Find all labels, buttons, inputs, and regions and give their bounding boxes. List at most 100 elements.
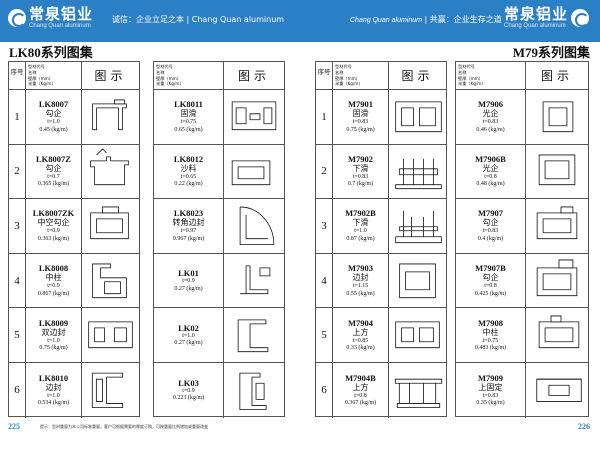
- profile-drawing: [224, 199, 284, 253]
- row-seq: 6: [9, 362, 26, 418]
- brand-logo-icon: [8, 9, 26, 27]
- profile-code: LK8008: [38, 263, 69, 274]
- profile-cross-section: [231, 160, 271, 185]
- profile-weight: 0.367 (kg/m): [344, 400, 377, 407]
- profile-weight: 0.87 (kg/m): [346, 235, 375, 242]
- profile-drawing: [82, 363, 139, 418]
- column-header-info-line: 壁厚（mm）: [156, 75, 181, 81]
- profile-code: LK02: [178, 322, 199, 333]
- profile-weight: 0.46 (kg/m): [476, 126, 505, 133]
- column-header-seq: 序号: [316, 62, 333, 89]
- row-seq: 1: [316, 90, 333, 144]
- column-header-info-line: 型材代号: [28, 64, 45, 69]
- profile-cross-section: [92, 263, 127, 298]
- profile-drawing: [389, 308, 446, 362]
- column-header-info: 型材代号名称壁厚（mm）米重（Kg/m）: [333, 62, 389, 89]
- profile-thickness: t=1.0: [47, 337, 60, 344]
- profile-cross-section: [536, 259, 578, 296]
- profile-weight: 0.4 (kg/m): [477, 235, 504, 242]
- column-header-info-line: 名称: [28, 69, 37, 75]
- brand-name-en: Chang Quan aluminum: [29, 23, 91, 29]
- row-seq: 4: [9, 253, 26, 308]
- profile-name: 勾企: [45, 109, 62, 119]
- series-title-lk80: LK80系列图集: [9, 45, 93, 60]
- profile-drawing: [389, 363, 446, 418]
- profile-cross-section: [90, 148, 129, 185]
- profile-cross-section: [536, 378, 582, 402]
- profile-weight: 0.75 (kg/m): [39, 345, 68, 352]
- profile-weight: 0.35 (kg/m): [476, 400, 505, 407]
- row-seq: 5: [9, 308, 26, 362]
- profile-thickness: t=1.0: [47, 392, 60, 399]
- profile-cross-section: [88, 321, 133, 349]
- column-header-info-line: 壁厚（mm）: [335, 75, 360, 81]
- page-number-left: 225: [8, 422, 20, 431]
- column-header-figure: 图示: [540, 69, 573, 83]
- profile-code: LK8007ZK: [32, 208, 75, 219]
- table-header: 型材代号名称壁厚（mm）米重（Kg/m）图示: [154, 62, 284, 90]
- brand-name: 常泉铝业: [29, 5, 94, 23]
- profile-code: M7902B: [345, 208, 376, 219]
- profile-thickness: t=0.83: [482, 228, 499, 235]
- profile-name: 光企: [482, 163, 499, 173]
- profile-weight: 0.22 (kg/m): [174, 181, 203, 188]
- profile-cross-section: [240, 265, 271, 294]
- profile-thickness: t=0.83: [352, 173, 369, 180]
- profile-drawing: [224, 145, 284, 199]
- profile-drawing: [224, 254, 284, 308]
- profile-thickness: t=0.9: [47, 283, 60, 290]
- profile-weight: 0.75 (kg/m): [346, 126, 375, 133]
- profile-code: M7902: [347, 153, 374, 164]
- profile-name: 边封: [45, 382, 62, 392]
- profile-code: M7901: [347, 99, 374, 110]
- brand-name-right: 常泉铝业: [504, 5, 569, 23]
- page-number-right: 226: [578, 422, 590, 431]
- profile-weight: 0.45 (kg/m): [39, 126, 68, 133]
- profile-name: 转角边封: [172, 218, 205, 228]
- profile-drawing: [82, 145, 139, 199]
- profile-thickness: t=0.85: [352, 337, 369, 344]
- profile-thickness: t=0.8: [484, 173, 497, 180]
- profile-cross-section: [536, 206, 578, 240]
- profile-cross-section: [239, 372, 267, 410]
- profile-name: 上固定: [478, 382, 503, 392]
- profile-cross-section: [395, 321, 440, 349]
- column-header-info: 型材代号名称壁厚（mm）米重（Kg/m）: [456, 62, 526, 89]
- profile-cross-section: [231, 101, 277, 131]
- table-header: 序号型材代号名称壁厚（mm）米重（Kg/m）图示: [316, 62, 446, 90]
- profile-name: 固滑: [352, 109, 369, 119]
- column-header-info-line: 名称: [156, 69, 165, 75]
- profile-thickness: t=0.97: [180, 228, 197, 235]
- profile-code: LK8007: [38, 99, 69, 110]
- row-seq: 1: [9, 90, 26, 144]
- column-header-info-line: 壁厚（mm）: [458, 75, 483, 81]
- profile-cross-section: [90, 206, 129, 240]
- profile-name: 下滑: [352, 218, 369, 228]
- row-seq: 5: [316, 308, 333, 362]
- profile-drawing: [389, 254, 446, 308]
- profile-name: 勾企: [45, 163, 62, 173]
